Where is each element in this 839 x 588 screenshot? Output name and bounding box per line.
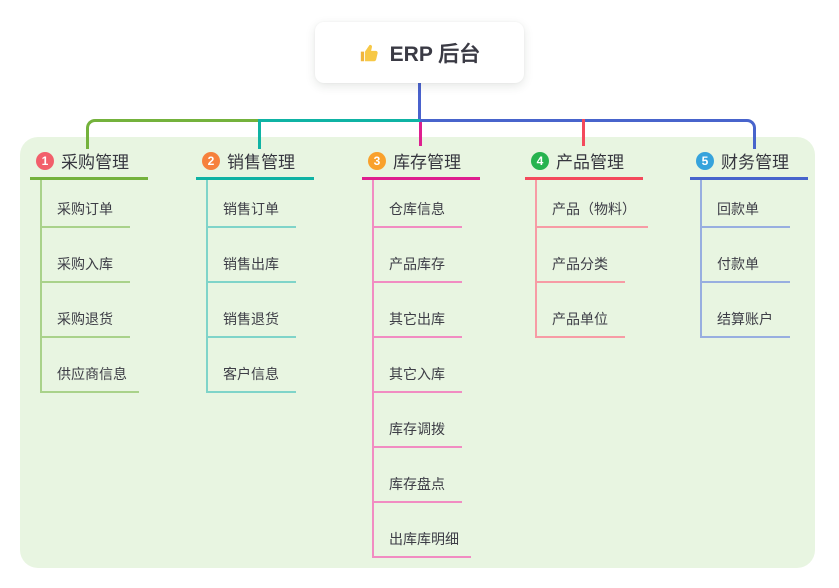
branch-finance-label: 财务管理 <box>721 153 789 172</box>
branch-product-children: 产品（物料） 产品分类产品单位 <box>535 180 648 338</box>
topic-item[interactable]: 仓库信息 <box>374 180 462 228</box>
thumbs-up-icon <box>359 42 381 64</box>
mindmap-canvas <box>20 137 815 568</box>
branch-product: 4 产品管理 产品（物料） 产品分类产品单位 <box>525 147 648 338</box>
branch-inventory-title[interactable]: 3 库存管理 <box>362 147 480 180</box>
topic-item[interactable]: 付款单 <box>702 228 790 283</box>
topic-item[interactable]: 其它入库 <box>374 338 462 393</box>
branch-purchase-label: 采购管理 <box>61 153 129 172</box>
topic-label: 客户信息 <box>223 366 279 382</box>
branch-inventory-children: 仓库信息产品库存其它出库其它入库库存调拨库存盘点出库库明细 <box>372 180 471 558</box>
topic-label: 回款单 <box>717 201 759 217</box>
topic-item[interactable]: 产品（物料） <box>537 180 648 228</box>
branch-purchase-children: 采购订单采购入库采购退货供应商信息 <box>40 180 139 393</box>
badge-4: 4 <box>531 151 549 170</box>
branch-product-label: 产品管理 <box>556 153 624 172</box>
branch-purchase-title[interactable]: 1 采购管理 <box>30 147 148 180</box>
badge-1: 1 <box>36 151 54 170</box>
badge-5: 5 <box>696 151 714 170</box>
topic-item[interactable]: 产品分类 <box>537 228 625 283</box>
topic-item[interactable]: 产品单位 <box>537 283 625 338</box>
topic-label: 销售订单 <box>223 201 279 217</box>
connector-branch-4 <box>582 119 585 146</box>
topic-label: 产品（物料） <box>552 201 636 217</box>
branch-sales: 2 销售管理 销售订单销售出库销售退货客户信息 <box>196 147 314 393</box>
branch-product-title[interactable]: 4 产品管理 <box>525 147 643 180</box>
badge-3: 3 <box>368 151 386 170</box>
topic-label: 产品库存 <box>389 256 445 272</box>
topic-label: 库存调拨 <box>389 421 445 437</box>
topic-label: 库存盘点 <box>389 476 445 492</box>
topic-label: 采购入库 <box>57 256 113 272</box>
topic-item[interactable]: 销售订单 <box>208 180 296 228</box>
topic-label: 出库库明细 <box>389 531 459 547</box>
topic-label: 仓库信息 <box>389 201 445 217</box>
topic-item[interactable]: 产品库存 <box>374 228 462 283</box>
topic-item[interactable]: 供应商信息 <box>42 338 139 393</box>
topic-label: 其它入库 <box>389 366 445 382</box>
branch-inventory: 3 库存管理 仓库信息产品库存其它出库其它入库库存调拨库存盘点出库库明细 <box>362 147 480 558</box>
topic-label: 供应商信息 <box>57 366 127 382</box>
connector-root-drop <box>418 83 421 122</box>
topic-item[interactable]: 采购订单 <box>42 180 130 228</box>
branch-sales-children: 销售订单销售出库销售退货客户信息 <box>206 180 296 393</box>
branch-sales-title[interactable]: 2 销售管理 <box>196 147 314 180</box>
connector-branch-2 <box>258 119 423 149</box>
connector-branch-1 <box>86 119 261 149</box>
topic-label: 其它出库 <box>389 311 445 327</box>
branch-finance-children: 回款单付款单结算账户 <box>700 180 790 338</box>
badge-2: 2 <box>202 151 220 170</box>
topic-label: 结算账户 <box>717 311 773 327</box>
branch-finance: 5 财务管理 回款单付款单结算账户 <box>690 147 808 338</box>
branch-purchase: 1 采购管理 采购订单采购入库采购退货供应商信息 <box>30 147 148 393</box>
topic-item[interactable]: 库存盘点 <box>374 448 462 503</box>
branch-sales-label: 销售管理 <box>227 153 295 172</box>
topic-label: 采购订单 <box>57 201 113 217</box>
topic-item[interactable]: 销售出库 <box>208 228 296 283</box>
branch-finance-title[interactable]: 5 财务管理 <box>690 147 808 180</box>
topic-item[interactable]: 客户信息 <box>208 338 296 393</box>
topic-item[interactable]: 采购退货 <box>42 283 130 338</box>
topic-label: 采购退货 <box>57 311 113 327</box>
topic-item[interactable]: 回款单 <box>702 180 790 228</box>
connector-branch-5 <box>420 119 756 149</box>
topic-label: 产品单位 <box>552 311 608 327</box>
topic-label: 付款单 <box>717 256 759 272</box>
connector-branch-3 <box>419 122 422 146</box>
topic-item[interactable]: 出库库明细 <box>374 503 471 558</box>
topic-item[interactable]: 销售退货 <box>208 283 296 338</box>
topic-label: 产品分类 <box>552 256 608 272</box>
topic-item[interactable]: 其它出库 <box>374 283 462 338</box>
branch-inventory-label: 库存管理 <box>393 153 461 172</box>
topic-item[interactable]: 库存调拨 <box>374 393 462 448</box>
topic-item[interactable]: 结算账户 <box>702 283 790 338</box>
root-topic[interactable]: ERP 后台 <box>315 22 524 83</box>
topic-item[interactable]: 采购入库 <box>42 228 130 283</box>
topic-label: 销售退货 <box>223 311 279 327</box>
root-topic-label: ERP 后台 <box>389 42 481 66</box>
topic-label: 销售出库 <box>223 256 279 272</box>
